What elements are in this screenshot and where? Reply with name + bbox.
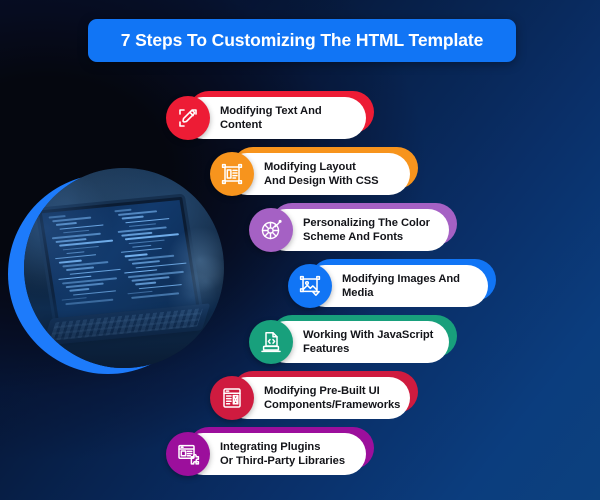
step-label-line2: Content [220, 119, 262, 131]
image-media-icon-badge [288, 264, 332, 308]
color-wheel-icon [259, 218, 283, 242]
step-card[interactable] [226, 153, 410, 195]
page-title-banner: 7 Steps To Customizing The HTML Template [88, 19, 516, 62]
edit-pencil-icon [176, 106, 200, 130]
step-label: Modifying Pre-Built UI Components/Framewo… [264, 377, 400, 419]
photo-circle-mask [24, 168, 224, 368]
plugin-puzzle-icon [176, 442, 200, 466]
step-label-line2: Features [303, 343, 350, 355]
page-title: 7 Steps To Customizing The HTML Template [120, 30, 484, 50]
ui-components-icon-badge [210, 376, 254, 420]
plugin-puzzle-icon-badge [166, 432, 210, 476]
ui-components-icon [220, 386, 244, 410]
step-card[interactable] [226, 377, 410, 419]
edit-pencil-icon-badge [166, 96, 210, 140]
layout-design-icon-badge [210, 152, 254, 196]
step-label: Integrating Plugins Or Third-Party Librar… [220, 433, 345, 475]
step-label-line2: And Design With CSS [264, 175, 379, 187]
step-card[interactable] [265, 209, 449, 251]
step-label-line1: Modifying Pre-Built UI [264, 385, 380, 397]
step-label-line1: Modifying Images And [342, 273, 460, 285]
step-label-line2: Scheme And Fonts [303, 231, 404, 243]
step-row[interactable]: Modifying Pre-Built UI Components/Framewo… [210, 371, 418, 420]
color-wheel-icon-badge [249, 208, 293, 252]
step-card[interactable] [182, 97, 366, 139]
step-label-line1: Modifying Text And [220, 105, 322, 117]
step-label-line1: Personalizing The Color [303, 217, 430, 229]
code-file-icon-badge [249, 320, 293, 364]
step-label-line1: Integrating Plugins [220, 441, 321, 453]
step-label-line2: Components/Frameworks [264, 399, 401, 411]
step-label-line2: Media [342, 287, 374, 299]
step-label-line2: Or Third-Party Libraries [220, 455, 346, 467]
image-media-icon [298, 274, 322, 298]
step-label-line1: Modifying Layout [264, 161, 356, 173]
step-card[interactable] [304, 265, 488, 307]
code-file-icon [259, 330, 283, 354]
laptop-photo-illustration [8, 168, 224, 384]
layout-design-icon [220, 162, 244, 186]
step-card[interactable] [182, 433, 366, 475]
photo-reflection [24, 276, 224, 368]
step-label-line1: Working With JavaScript [303, 329, 434, 341]
step-card[interactable] [265, 321, 449, 363]
step-row[interactable]: Integrating Plugins Or Third-Party Librar… [166, 427, 374, 476]
